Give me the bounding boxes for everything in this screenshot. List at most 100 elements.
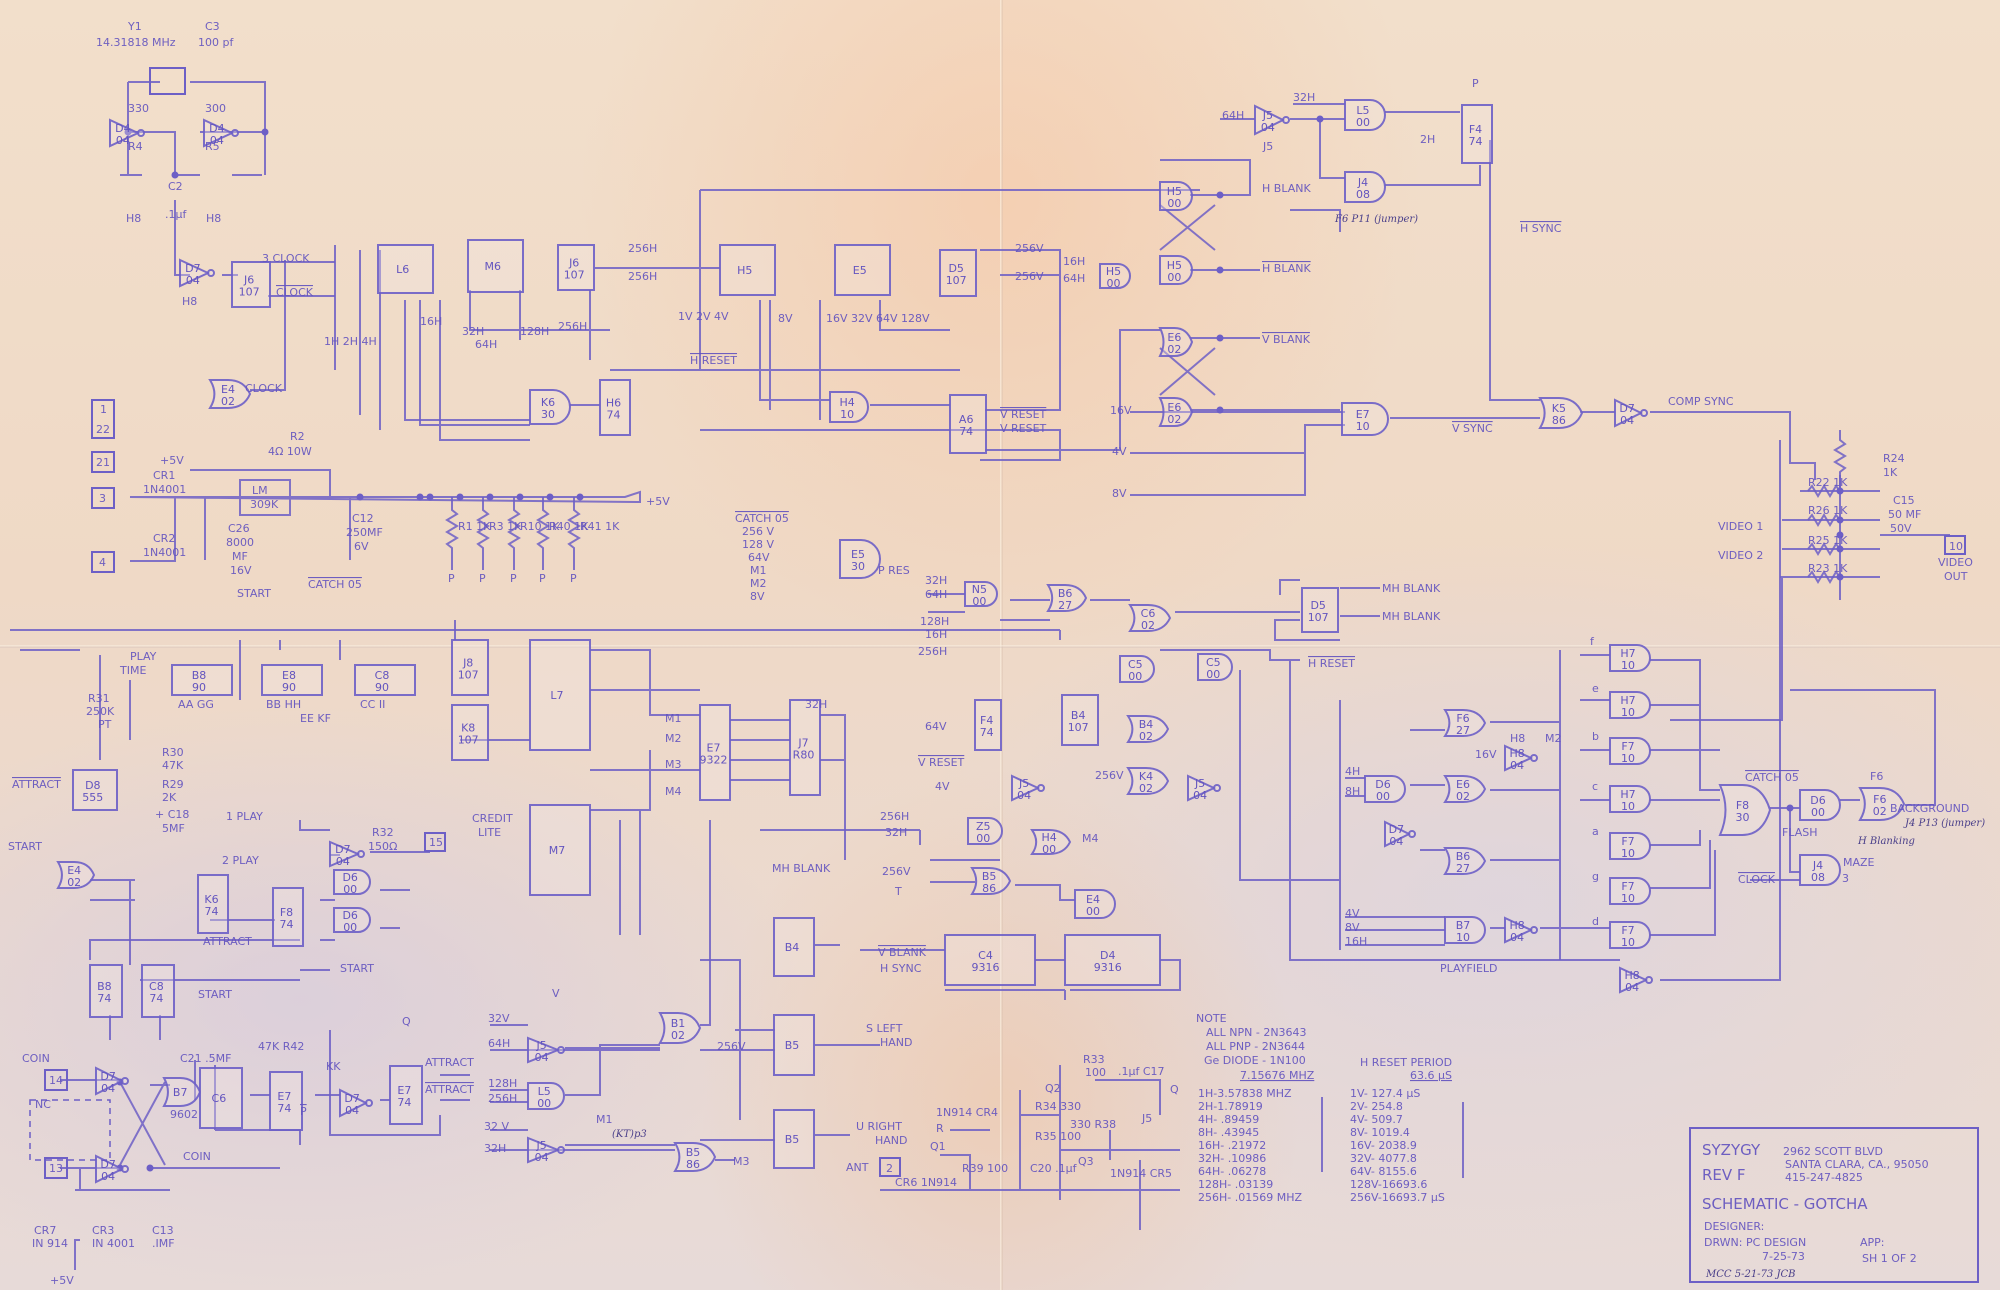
label-cl2: 128 V	[742, 538, 774, 551]
ic-c6: C6	[199, 1067, 243, 1129]
label-conn15: 15	[429, 836, 443, 849]
wire	[120, 81, 266, 176]
chip-designator: B4	[785, 941, 800, 954]
label-time: TIME	[119, 664, 146, 677]
chip-designator: D6	[342, 871, 357, 884]
chip-designator: H8	[1510, 919, 1525, 932]
pullup-resistor	[476, 497, 490, 570]
chip-type: 02	[1167, 343, 1181, 356]
label-chsync: H SYNC	[880, 962, 922, 975]
label-hblank-bar: H BLANK	[1262, 262, 1311, 275]
label-c15v: 50 MF	[1888, 508, 1921, 521]
label-maze3: 3	[1842, 872, 1849, 885]
label-m32h2: 32H	[885, 826, 907, 839]
label-r22: R22 1K	[1808, 476, 1848, 489]
chip-designator: F7	[1621, 880, 1634, 893]
chip-designator: F7	[1621, 835, 1634, 848]
chip-designator: F4	[1469, 123, 1482, 136]
label-m64v: 64V	[925, 720, 947, 733]
note-line: ALL PNP - 2N3644	[1206, 1040, 1305, 1053]
wire	[174, 200, 335, 297]
wire	[454, 620, 700, 935]
v-period-entry: 1V- 127.4 µS	[1350, 1087, 1420, 1100]
label-p4: P	[539, 572, 546, 585]
chip-type: 04	[1510, 759, 1524, 772]
chip-type: 00	[972, 595, 986, 608]
label-m4: M4	[1082, 832, 1099, 845]
chip-type: 107	[1068, 721, 1089, 734]
label-cl1: 256 V	[742, 525, 774, 538]
label-catch-r: CATCH 05	[1745, 771, 1799, 784]
ic-b4: B4	[773, 917, 815, 977]
chip-designator: D4	[115, 122, 130, 135]
chip-type: 00	[1128, 670, 1142, 683]
wire	[10, 629, 1061, 640]
label-pf16v: 16V	[1475, 748, 1497, 761]
chip-designator: D7	[1389, 823, 1404, 836]
chip-designator: H8	[1625, 969, 1640, 982]
label-r39: R39 100	[962, 1162, 1008, 1175]
chip-designator: D7	[335, 843, 350, 856]
label-play1: 1 PLAY	[226, 810, 263, 823]
label-c26m: MF	[232, 550, 248, 563]
chip-type: 107	[1308, 611, 1329, 624]
chip-type: 00	[1107, 277, 1121, 290]
chip-type: 02	[221, 395, 235, 408]
label-r30: R30	[162, 746, 184, 759]
label-cl5: M2	[750, 577, 767, 590]
chip-type: 9316	[972, 961, 1000, 974]
wire	[1290, 209, 1341, 232]
chip-type: 107	[564, 269, 585, 282]
chip-designator: A6	[959, 413, 974, 426]
label-cr5: 1N914 CR5	[1110, 1167, 1172, 1180]
chip-type: 30	[541, 408, 555, 421]
label-catch-top: CATCH 05	[308, 578, 362, 591]
chip-designator: B7	[1456, 919, 1471, 932]
chip-designator: E7	[397, 1084, 411, 1097]
label-vreset1: V RESET	[1000, 408, 1047, 421]
chip-type: 00	[1167, 197, 1181, 210]
chip-designator: E6	[1167, 401, 1181, 414]
video-resistor	[1807, 570, 1841, 584]
chip-designator: E4	[221, 383, 235, 396]
chip-type: 86	[1552, 414, 1566, 427]
chip-designator: D7	[100, 1158, 115, 1171]
chip-type: 04	[186, 274, 200, 287]
label-j5top: J5	[1262, 140, 1273, 153]
junction-dot	[1836, 531, 1844, 539]
label-r1: R1 1K	[458, 520, 491, 533]
pullup-resistor	[536, 497, 550, 570]
label-vblank: V BLANK	[1262, 333, 1311, 346]
v-period-entry: 2V- 254.8	[1350, 1100, 1403, 1113]
chip-designator: D7	[185, 262, 200, 275]
chip-type: 04	[1261, 121, 1275, 134]
v-period-entry: 4V- 509.7	[1350, 1113, 1403, 1126]
chip-designator: C6	[212, 1092, 227, 1105]
wire	[1490, 650, 1610, 960]
label-r26: R26 1K	[1808, 504, 1848, 517]
label-cl0: CATCH 05	[735, 512, 789, 525]
label-cl6: 8V	[750, 590, 765, 603]
chip-type: 74	[959, 425, 973, 438]
wire	[700, 944, 880, 1141]
label-lmp: 309K	[250, 498, 279, 511]
label-h32: 32H	[462, 325, 484, 338]
label-s-hand: HAND	[880, 1036, 913, 1049]
label-q1: Q1	[930, 1140, 946, 1153]
resistor-r24	[1833, 430, 1847, 491]
